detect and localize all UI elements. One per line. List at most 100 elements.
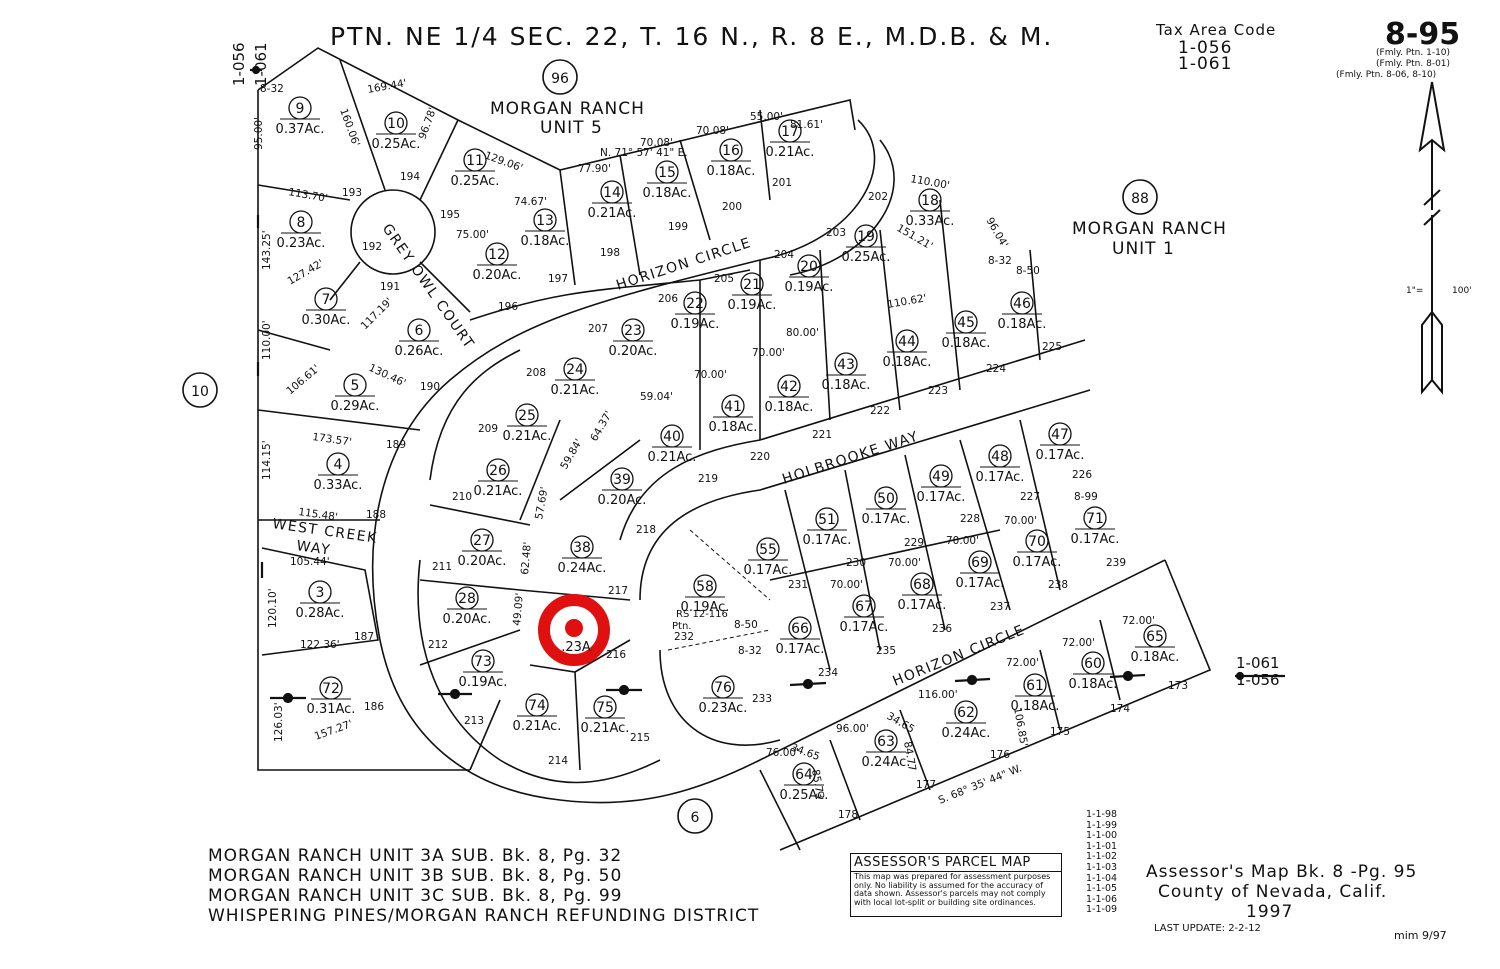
parcel-acres: 0.17Ac.	[976, 470, 1025, 485]
svg-text:232: 232	[674, 631, 694, 643]
parcel-number: 43	[837, 357, 855, 373]
former-code-1: (Fmly. Ptn. 1-10)	[1376, 48, 1451, 58]
parcel-acres: 0.19Ac.	[728, 298, 777, 313]
parcel-61[interactable]: 610.18Ac.	[1011, 673, 1060, 714]
svg-text:224: 224	[986, 363, 1006, 375]
parcel-24[interactable]: 240.21Ac.	[551, 357, 600, 398]
parcel-22[interactable]: 220.19Ac.	[671, 291, 720, 332]
parcel-number: 51	[818, 512, 836, 528]
parcel-4[interactable]: 40.33Ac.	[314, 452, 363, 493]
parcel-16[interactable]: 160.18Ac.	[707, 138, 756, 179]
highlighted-parcel-marker[interactable]: .23A	[538, 594, 610, 666]
svg-text:6: 6	[691, 810, 700, 826]
parcel-26[interactable]: 260.21Ac.	[474, 458, 523, 499]
parcel-73[interactable]: 730.19Ac.	[459, 649, 508, 690]
parcel-49[interactable]: 490.17Ac.	[917, 464, 966, 505]
parcel-acres: 0.25Ac.	[780, 788, 829, 803]
parcel-11[interactable]: 110.25Ac.	[451, 148, 500, 189]
parcel-69[interactable]: 690.17Ac.	[956, 550, 1005, 591]
parcel-46[interactable]: 460.18Ac.	[998, 291, 1047, 332]
parcel-acres: 0.17Ac.	[898, 598, 947, 613]
parcel-acres: 0.21Ac.	[474, 484, 523, 499]
parcel-acres: 0.23Ac.	[699, 701, 748, 716]
parcel-42[interactable]: 420.18Ac.	[765, 374, 814, 415]
parcel-25[interactable]: 250.21Ac.	[503, 403, 552, 444]
map-section-title: PTN. NE 1/4 SEC. 22, T. 16 N., R. 8 E., …	[330, 22, 1054, 51]
parcel-66[interactable]: 660.17Ac.	[776, 616, 825, 657]
parcel-21[interactable]: 210.19Ac.	[728, 272, 777, 313]
parcel-60[interactable]: 600.18Ac.	[1069, 651, 1118, 692]
parcel-43[interactable]: 43 0.18Ac.	[822, 352, 871, 393]
parcel-17[interactable]: 170.21Ac.	[766, 119, 815, 160]
svg-text:62.48': 62.48'	[519, 541, 534, 575]
parcel-48[interactable]: 480.17Ac.	[976, 444, 1025, 485]
parcel-68[interactable]: 680.17Ac.	[898, 572, 947, 613]
parcel-50[interactable]: 500.17Ac.	[862, 486, 911, 527]
parcel-number: 18	[921, 193, 939, 209]
parcel-3[interactable]: 30.28Ac.	[296, 580, 345, 621]
parcel-acres: 0.37Ac.	[276, 122, 325, 137]
parcel-47[interactable]: 470.17Ac.	[1036, 422, 1085, 463]
svg-text:217: 217	[608, 585, 628, 597]
parcel-75[interactable]: 750.21Ac.	[581, 695, 630, 736]
svg-text:81.61': 81.61'	[790, 119, 823, 131]
svg-text:190: 190	[420, 381, 440, 393]
parcel-13[interactable]: 130.18Ac.	[521, 208, 570, 249]
parcel-6[interactable]: 60.26Ac.	[395, 318, 444, 359]
parcel-acres: 0.17Ac.	[744, 563, 793, 578]
parcel-acres: 0.18Ac.	[822, 378, 871, 393]
parcel-7[interactable]: 70.30Ac.	[302, 287, 351, 328]
parcel-65[interactable]: 650.18Ac.	[1131, 624, 1180, 665]
parcel-8[interactable]: 80.23Ac.	[277, 210, 326, 251]
parcel-40[interactable]: 400.21Ac.	[648, 424, 697, 465]
neighbor-circle-6: 6	[677, 798, 713, 834]
parcel-41[interactable]: 410.18Ac.	[709, 394, 758, 435]
parcel-51[interactable]: 510.17Ac.	[803, 507, 852, 548]
parcel-18[interactable]: 180.33Ac.	[906, 188, 955, 229]
parcel-28[interactable]: 280.20Ac.	[443, 586, 492, 627]
page-code: 8-95	[1385, 17, 1461, 52]
parcel-15[interactable]: 150.18Ac.	[643, 160, 692, 201]
svg-text:110.00': 110.00'	[261, 320, 273, 360]
parcel-38[interactable]: 380.24Ac.	[558, 535, 607, 576]
parcel-67[interactable]: 670.17Ac.	[840, 594, 889, 635]
parcel-10[interactable]: 100.25Ac.	[372, 111, 421, 152]
parcel-70[interactable]: 700.17Ac.	[1013, 529, 1062, 570]
svg-text:96.04': 96.04'	[983, 216, 1010, 251]
parcel-72[interactable]: 720.31Ac.	[307, 676, 356, 717]
parcel-number: 14	[603, 185, 621, 201]
revision-date: 1-1-02	[1086, 851, 1118, 863]
parcel-76[interactable]: 760.23Ac.	[699, 675, 748, 716]
parcel-64[interactable]: 64 0.25Ac.	[780, 762, 829, 803]
parcel-45[interactable]: 450.18Ac.	[942, 310, 991, 351]
parcel-55[interactable]: 550.17Ac.	[744, 537, 793, 578]
parcel-5[interactable]: 50.29Ac.	[331, 373, 380, 414]
parcel-74[interactable]: 740.21Ac.	[513, 693, 562, 734]
parcel-20[interactable]: 200.19Ac.	[785, 254, 834, 295]
scale-right: 100'	[1452, 286, 1472, 296]
parcel-19[interactable]: 190.25Ac.	[842, 224, 891, 265]
parcel-14[interactable]: 140.21Ac.	[588, 180, 637, 221]
parcel-27[interactable]: 270.20Ac.	[458, 528, 507, 569]
parcel-62[interactable]: 620.24Ac.	[942, 700, 991, 741]
parcel-23[interactable]: 230.20Ac.	[609, 318, 658, 359]
parcel-number: 58	[696, 579, 714, 595]
parcel-71[interactable]: 710.17Ac.	[1071, 506, 1120, 547]
parcel-number: 39	[613, 472, 631, 488]
parcel-boundaries	[257, 47, 1212, 851]
parcel-acres: 0.17Ac.	[1071, 532, 1120, 547]
parcel-number: 69	[971, 555, 989, 571]
parcel-labels: 90.37Ac. 100.25Ac. 110.25Ac. 120.20Ac.130.1…	[276, 96, 1180, 803]
parcel-44[interactable]: 440.18Ac.	[883, 329, 932, 370]
parcel-12[interactable]: 120.20Ac.	[473, 242, 522, 283]
parcel-39[interactable]: 390.20Ac.	[598, 467, 647, 508]
revision-date: 1-1-00	[1086, 830, 1118, 842]
parcel-number: 64	[795, 767, 813, 783]
parcel-63[interactable]: 630.24Ac.	[862, 729, 911, 770]
svg-text:114.15': 114.15'	[261, 440, 273, 480]
parcel-acres: 0.21Ac.	[513, 719, 562, 734]
svg-text:199: 199	[668, 221, 688, 233]
parcel-9[interactable]: 90.37Ac.	[276, 96, 325, 137]
parcel-58[interactable]: 580.19Ac.	[681, 574, 730, 615]
svg-text:127.42': 127.42'	[286, 257, 326, 287]
